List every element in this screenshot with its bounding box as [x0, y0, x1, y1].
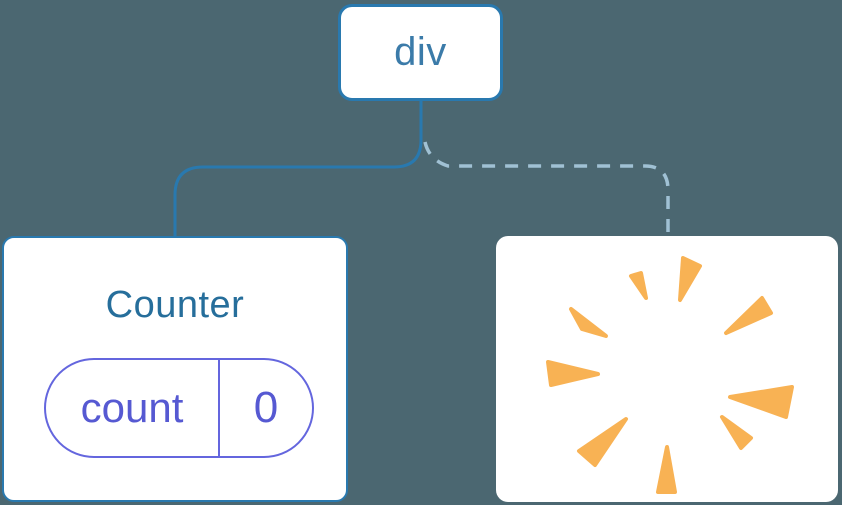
- root-node-div: div: [338, 4, 503, 101]
- root-node-label: div: [394, 30, 447, 74]
- edge-dashed-to-removed: [423, 141, 670, 236]
- state-value-label: 0: [253, 383, 279, 432]
- removed-node: [496, 236, 838, 502]
- state-name-label: count: [46, 360, 220, 456]
- counter-node: Counter count 0: [2, 236, 348, 502]
- edge-solid-to-counter: [173, 101, 423, 236]
- state-pill: count 0: [44, 358, 314, 458]
- poof-burst-icon: [546, 256, 794, 494]
- counter-node-title: Counter: [105, 284, 245, 326]
